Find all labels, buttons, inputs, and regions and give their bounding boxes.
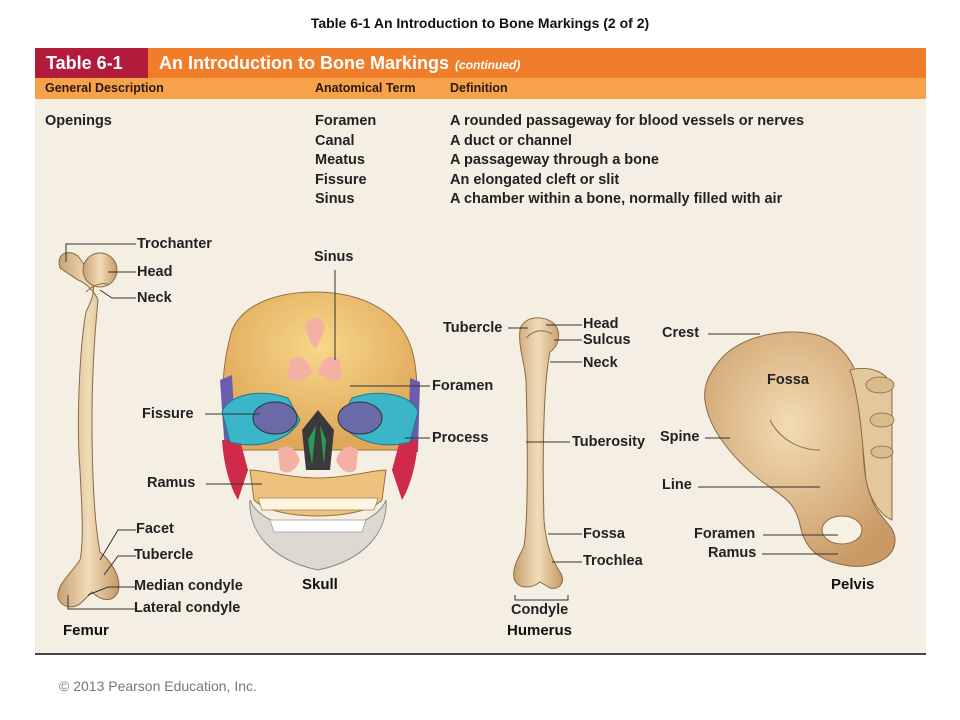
term-cell: Sinus xyxy=(315,191,355,207)
femur-label-lateral-condyle: Lateral condyle xyxy=(134,600,241,616)
femur-drawing xyxy=(57,252,120,608)
table-title-suffix: (continued) xyxy=(455,58,521,72)
femur-label-head: Head xyxy=(137,264,173,280)
term-cell: Foramen xyxy=(315,113,377,129)
column-header-term: Anatomical Term xyxy=(315,81,416,95)
femur-label-trochanter: Trochanter xyxy=(137,236,212,252)
pelvis-drawing xyxy=(704,331,896,567)
term-cell: Fissure xyxy=(315,171,367,188)
humerus-drawing xyxy=(513,317,563,589)
skull-drawing xyxy=(220,291,420,571)
skull-label-process: Process xyxy=(432,430,489,446)
humerus-label-fossa: Fossa xyxy=(583,526,625,542)
definition-cell: An elongated cleft or slit xyxy=(450,171,620,188)
definition-cell: A rounded passageway for blood vessels o… xyxy=(450,113,805,129)
humerus-caption: Humerus xyxy=(507,622,573,639)
pelvis-label-fossa: Fossa xyxy=(767,372,809,388)
pelvis-label-foramen: Foramen xyxy=(694,526,756,542)
skull-label-fissure: Fissure xyxy=(142,406,194,422)
copyright-notice: © 2013 Pearson Education, Inc. xyxy=(59,678,257,694)
femur-label-facet: Facet xyxy=(136,521,174,537)
humerus-label-neck: Neck xyxy=(583,355,618,371)
leader-lines xyxy=(65,243,838,610)
skull-label-sinus: Sinus xyxy=(314,249,354,265)
table-badge: Table 6-1 xyxy=(35,48,148,78)
femur-label-neck: Neck xyxy=(137,290,172,306)
femur-label-median-condyle: Median condyle xyxy=(134,578,243,594)
column-header-description: General Description xyxy=(45,81,164,95)
humerus-label-tuberosity: Tuberosity xyxy=(572,434,646,450)
humerus-label-condyle: Condyle xyxy=(511,602,569,618)
term-cell: Canal xyxy=(315,132,355,149)
pelvis-label-spine: Spine xyxy=(660,429,700,445)
definition-cell: A passageway through a bone xyxy=(450,152,659,168)
table-header-bar: Table 6-1 An Introduction to Bone Markin… xyxy=(35,48,926,78)
category-openings: Openings xyxy=(45,113,112,129)
humerus-label-sulcus: Sulcus xyxy=(583,332,631,348)
table-title: An Introduction to Bone Markings (continu… xyxy=(159,48,520,78)
pelvis-label-ramus: Ramus xyxy=(708,545,757,561)
skull-label-ramus: Ramus xyxy=(147,475,196,491)
definition-cell: A duct or channel xyxy=(450,132,572,149)
pelvis-caption: Pelvis xyxy=(831,576,875,593)
pelvis-label-crest: Crest xyxy=(662,325,700,341)
table-title-text: An Introduction to Bone Markings xyxy=(159,53,449,73)
column-header-definition: Definition xyxy=(450,81,508,95)
humerus-label-trochlea: Trochlea xyxy=(583,553,643,569)
column-header-bar: General Description Anatomical Term Defi… xyxy=(35,78,926,99)
humerus-label-head: Head xyxy=(583,316,619,332)
femur-caption: Femur xyxy=(63,622,109,639)
term-cell: Meatus xyxy=(315,152,365,168)
femur-label-tubercle: Tubercle xyxy=(134,547,194,563)
pelvis-label-line: Line xyxy=(662,477,692,493)
skull-label-foramen: Foramen xyxy=(432,378,494,394)
humerus-label-tubercle: Tubercle xyxy=(443,320,503,336)
skull-caption: Skull xyxy=(302,576,338,593)
page-title: Table 6-1 An Introduction to Bone Markin… xyxy=(310,15,650,31)
definition-cell: A chamber within a bone, normally filled… xyxy=(450,191,783,207)
